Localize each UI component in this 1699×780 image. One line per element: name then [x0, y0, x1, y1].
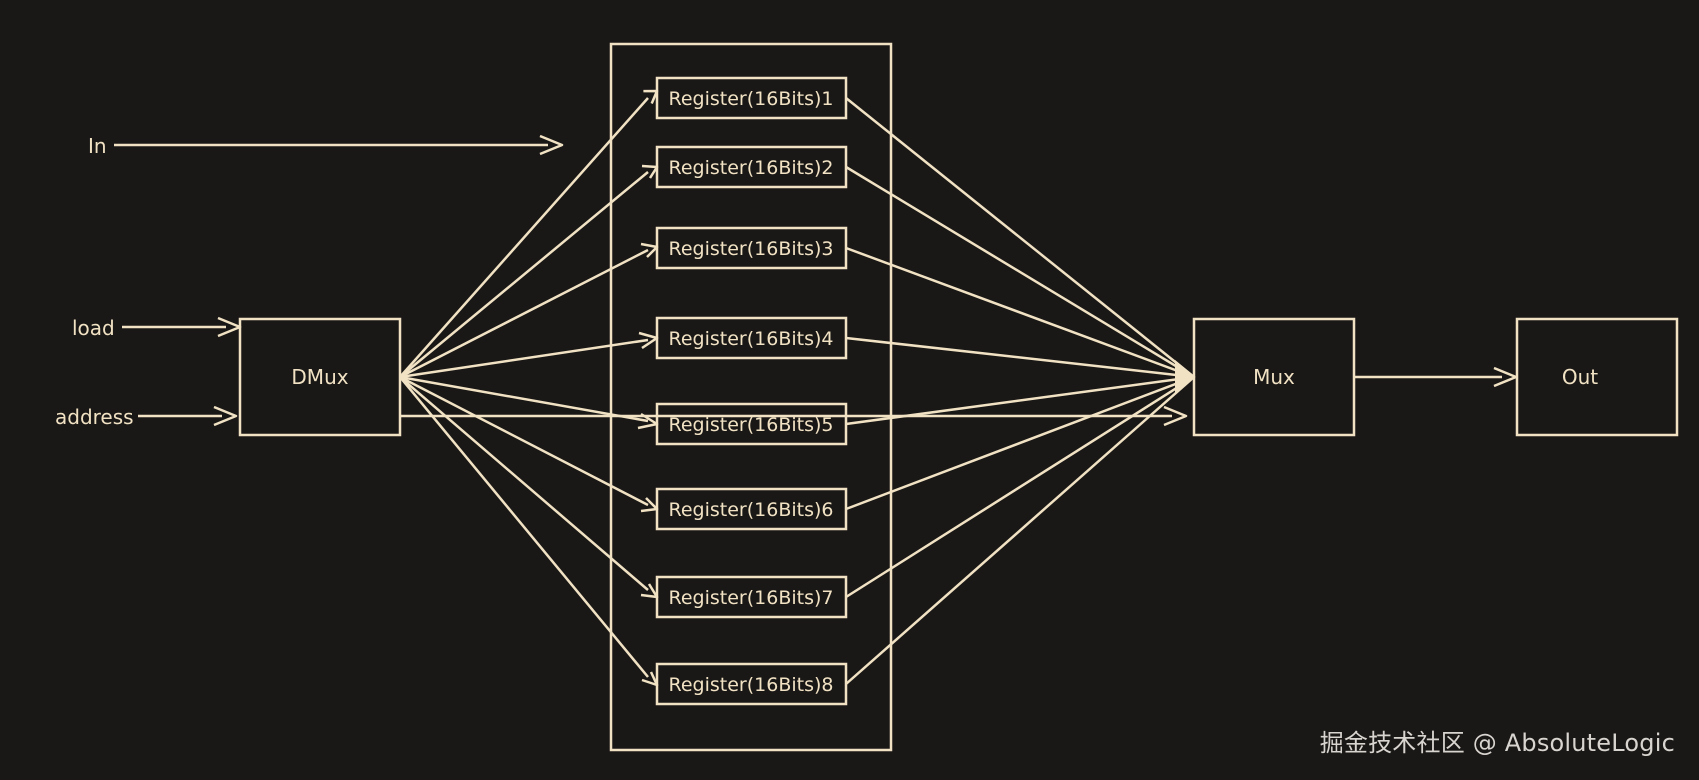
register-bank-frame	[609, 42, 893, 752]
load-label: load	[72, 316, 115, 340]
register-4-to-mux	[845, 336, 1195, 379]
register-label: Register(16Bits)7	[669, 587, 834, 609]
register-7-to-mux	[845, 375, 1195, 599]
load-arrow	[122, 316, 242, 338]
in-label: In	[88, 134, 107, 158]
register-label: Register(16Bits)2	[669, 157, 834, 179]
out-label: Out	[1562, 365, 1598, 389]
dmux-to-register-3	[399, 248, 649, 379]
dmux-to-register-5	[399, 375, 649, 423]
dmux-to-register-6	[399, 375, 649, 507]
dmux-to-register-4	[399, 338, 649, 379]
register-2: Register(16Bits)2	[399, 145, 1195, 379]
dmux-label: DMux	[291, 365, 348, 389]
address-bus-arrow	[400, 405, 1188, 427]
dmux-to-register-2	[399, 171, 649, 378]
register-6: Register(16Bits)6	[399, 375, 1195, 531]
register-5-to-mux	[845, 375, 1195, 426]
dmux-to-register-7	[399, 376, 649, 591]
register-4: Register(16Bits)4	[399, 316, 1195, 379]
register-label: Register(16Bits)6	[669, 499, 834, 521]
register-label: Register(16Bits)4	[669, 328, 834, 350]
dmux-to-register-1	[399, 97, 649, 378]
register-8: Register(16Bits)8	[399, 376, 1195, 706]
mux-label: Mux	[1253, 365, 1295, 389]
dmux-to-register-8	[399, 376, 649, 678]
register-7: Register(16Bits)7	[399, 375, 1195, 619]
address-arrow	[138, 405, 238, 427]
register-label: Register(16Bits)1	[669, 88, 834, 110]
in-arrow	[114, 134, 564, 156]
mux-to-out-arrow	[1354, 366, 1518, 388]
register-8-to-mux	[845, 376, 1195, 685]
address-label: address	[55, 405, 134, 429]
watermark-text: 掘金技术社区 @ AbsoluteLogic	[1319, 729, 1675, 757]
register-label: Register(16Bits)5	[669, 414, 834, 436]
register-1: Register(16Bits)1	[399, 76, 1195, 378]
register-label: Register(16Bits)3	[669, 238, 834, 260]
register-label: Register(16Bits)8	[669, 674, 834, 696]
register-6-to-mux	[845, 375, 1195, 511]
register-1-to-mux	[845, 97, 1195, 378]
register-3: Register(16Bits)3	[399, 226, 1195, 379]
register-3-to-mux	[845, 246, 1195, 379]
register-2-to-mux	[845, 165, 1195, 379]
mux-input-arrowhead	[1175, 359, 1196, 395]
register-5: Register(16Bits)5	[399, 375, 1195, 446]
